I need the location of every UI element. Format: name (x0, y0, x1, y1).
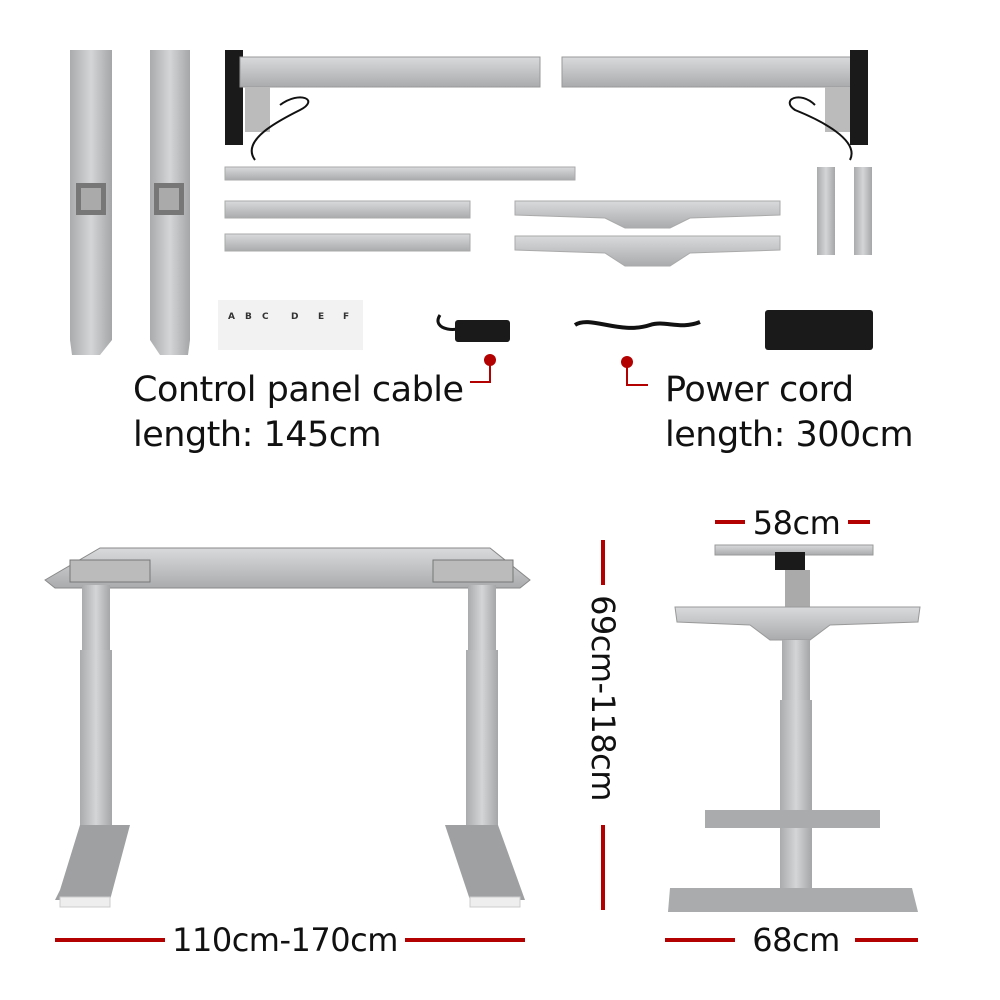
desk-frame-front-view (44, 547, 531, 908)
extension-bar (224, 233, 471, 252)
hardware-label: E (318, 312, 325, 322)
leg-column-left (70, 50, 112, 355)
end-cap (854, 167, 872, 255)
crossbar (224, 166, 576, 181)
hardware-label: C (262, 312, 269, 322)
top-beam-right (561, 50, 868, 161)
control-box (765, 310, 873, 350)
extension-bar (224, 200, 471, 219)
power-cord-length: length: 300cm (665, 415, 914, 455)
top-beam-left (225, 50, 541, 161)
power-cord-label: Power cord (665, 370, 854, 410)
hardware-label: D (291, 312, 299, 322)
control-panel (436, 314, 510, 342)
power-cord (573, 320, 701, 330)
end-cap (817, 167, 835, 255)
power-cord-callout (621, 356, 648, 386)
height-dimension: 69cm-118cm (584, 595, 622, 801)
control-panel-cable-length: length: 145cm (133, 415, 382, 455)
width-dimension: 110cm-170cm (172, 921, 398, 959)
side-bracket (514, 200, 781, 229)
hardware-label: B (245, 312, 252, 322)
control-panel-cable-label: Control panel cable (133, 370, 464, 410)
base-depth-dimension: 68cm (752, 921, 840, 959)
hardware-pack (218, 300, 363, 350)
leg-column-right (150, 50, 190, 355)
desk-frame-side-view (668, 544, 921, 912)
side-bracket (514, 235, 781, 267)
hardware-label: F (343, 312, 350, 322)
control-panel-callout (470, 354, 496, 383)
top-depth-dimension: 58cm (752, 504, 841, 542)
hardware-label: A (228, 312, 235, 322)
